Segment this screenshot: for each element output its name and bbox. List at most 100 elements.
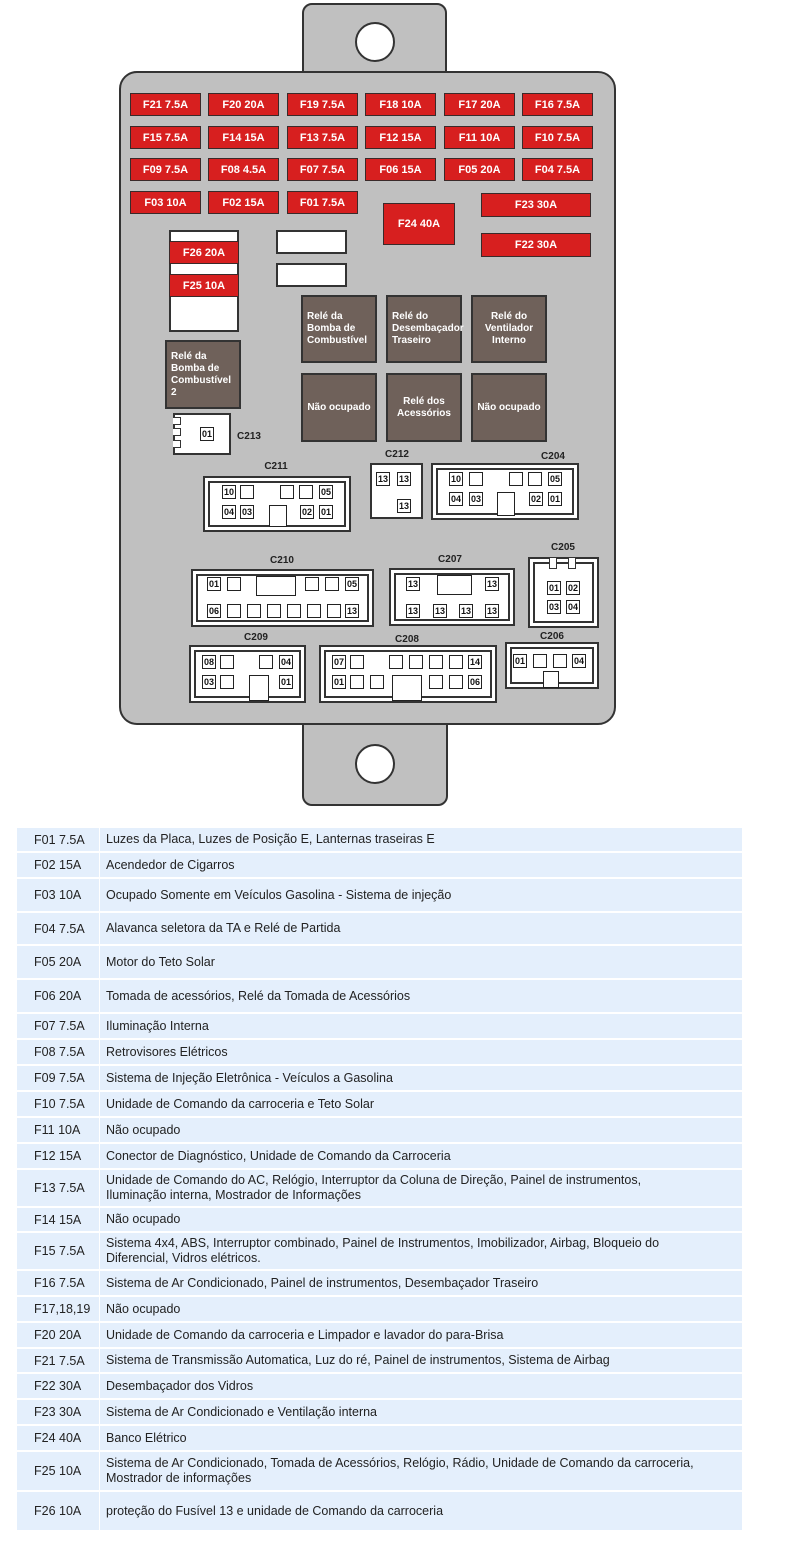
connector-label: C205 xyxy=(551,542,575,553)
fuse-id: F15 7.5A xyxy=(17,1233,100,1269)
fuse-f17: F17 20A xyxy=(444,93,515,116)
fuse-description: Banco Elétrico xyxy=(106,1430,187,1445)
fuse-f19: F19 7.5A xyxy=(287,93,358,116)
fuse-id: F17,18,19 xyxy=(17,1297,100,1321)
fuse-id: F10 7.5A xyxy=(17,1092,100,1116)
connector-pin: 04 xyxy=(566,600,580,614)
fuse-description: Conector de Diagnóstico, Unidade de Coma… xyxy=(106,1148,451,1163)
connector-latch xyxy=(568,557,576,569)
fuse-id: F08 7.5A xyxy=(17,1040,100,1064)
fuse-table: F01 7.5A Luzes da Placa, Luzes de Posição… xyxy=(17,828,742,1532)
connector-pin: 04 xyxy=(222,505,236,519)
fuse-f11: F11 10A xyxy=(444,126,515,149)
fuse-f12: F12 15A xyxy=(365,126,436,149)
connector-pin xyxy=(370,675,384,689)
relay-box: Relé do Desembaçador Traseiro xyxy=(386,295,464,363)
fuse-description: Unidade de Comando do AC, Relógio, Inter… xyxy=(106,1173,642,1202)
connector-pin xyxy=(449,675,463,689)
connector-pin xyxy=(497,492,515,516)
connector-pin xyxy=(287,604,301,618)
connector-pin: 04 xyxy=(279,655,293,669)
fuse-id: F04 7.5A xyxy=(17,913,100,944)
connector-pin xyxy=(240,485,254,499)
fuse-description: Não ocupado xyxy=(106,1212,181,1226)
connector-pin xyxy=(227,604,241,618)
connector-pin xyxy=(389,655,403,669)
fuse-description: Sistema de Injeção Eletrônica - Veículos… xyxy=(106,1070,393,1085)
fuse-id: F06 20A xyxy=(17,980,100,1012)
table-row: F06 20A Tomada de acessórios, Relé da Tom… xyxy=(17,980,742,1014)
connector-pin: 13 xyxy=(345,604,359,618)
fuse-f21: F21 7.5A xyxy=(130,93,201,116)
connector-pin xyxy=(220,655,234,669)
fuse-id: F16 7.5A xyxy=(17,1271,100,1295)
relay-box: Não ocupado xyxy=(471,373,547,442)
connector-notch xyxy=(173,417,181,425)
relay-box: Relé da Bomba de Combustível xyxy=(301,295,377,363)
table-row: F01 7.5A Luzes da Placa, Luzes de Posição… xyxy=(17,828,742,853)
fuse-id: F22 30A xyxy=(17,1374,100,1398)
connector-notch xyxy=(173,440,181,448)
fuse-f09: F09 7.5A xyxy=(130,158,201,181)
connector-pin xyxy=(327,604,341,618)
fuse-description: proteção do Fusível 13 e unidade de Coma… xyxy=(106,1503,444,1518)
connector-pin xyxy=(307,604,321,618)
connector-pin: 06 xyxy=(207,604,221,618)
fuse-id: F03 10A xyxy=(17,879,100,911)
connector-label: C212 xyxy=(385,449,409,460)
connector-pin xyxy=(449,655,463,669)
connector-pin: 01 xyxy=(547,581,561,595)
connector-latch xyxy=(549,557,557,569)
table-row: F24 40A Banco Elétrico xyxy=(17,1426,742,1452)
connector-pin: 05 xyxy=(548,472,562,486)
fuse-description: Sistema de Ar Condicionado, Tomada de Ac… xyxy=(106,1456,694,1485)
table-row: F04 7.5A Alavanca seletora da TA e Relé d… xyxy=(17,913,742,946)
fuse-f14: F14 15A xyxy=(208,126,279,149)
connector-pin xyxy=(227,577,241,591)
connector-pin: 13 xyxy=(485,604,499,618)
fuse-description: Motor do Teto Solar xyxy=(106,954,215,969)
connector-pin xyxy=(299,485,313,499)
fuse-id: F24 40A xyxy=(17,1426,100,1450)
fuse-description: Tomada de acessórios, Relé da Tomada de … xyxy=(106,988,411,1003)
fuse-id: F13 7.5A xyxy=(17,1170,100,1206)
fuse-id: F12 15A xyxy=(17,1144,100,1168)
connector-pin: 03 xyxy=(469,492,483,506)
connector-pin xyxy=(437,575,472,595)
connector-pin: 07 xyxy=(332,655,346,669)
connector-label: C206 xyxy=(540,631,564,642)
fuse-description: Luzes da Placa, Luzes de Posição E, Lant… xyxy=(106,832,435,846)
connector-pin: 04 xyxy=(449,492,463,506)
fuse-f26: F26 20A xyxy=(169,241,239,264)
connector-pin xyxy=(305,577,319,591)
fuse-description: Ocupado Somente em Veículos Gasolina - S… xyxy=(106,887,452,902)
connector-pin: 13 xyxy=(433,604,447,618)
relay-box: Relé da Bomba de Combustível 2 xyxy=(165,340,241,409)
fuse-description: Alavanca seletora da TA e Relé de Partid… xyxy=(106,921,341,935)
connector-pin: 01 xyxy=(279,675,293,689)
fuse-f22: F22 30A xyxy=(481,233,591,257)
connector-pin: 05 xyxy=(319,485,333,499)
fuse-f08: F08 4.5A xyxy=(208,158,279,181)
connector-pin xyxy=(220,675,234,689)
connector-pin: 13 xyxy=(376,472,390,486)
fuse-id: F01 7.5A xyxy=(17,828,100,851)
connector-c209 xyxy=(189,645,306,703)
connector-pin: 01 xyxy=(513,654,527,668)
fuse-f02: F02 15A xyxy=(208,191,279,214)
connector-label: C207 xyxy=(438,554,462,565)
connector-pin xyxy=(533,654,547,668)
fuse-f13: F13 7.5A xyxy=(287,126,358,149)
connector-pin: 13 xyxy=(397,472,411,486)
fuse-f25: F25 10A xyxy=(169,274,239,297)
relay-box: Relé do Ventilador Interno xyxy=(471,295,547,363)
